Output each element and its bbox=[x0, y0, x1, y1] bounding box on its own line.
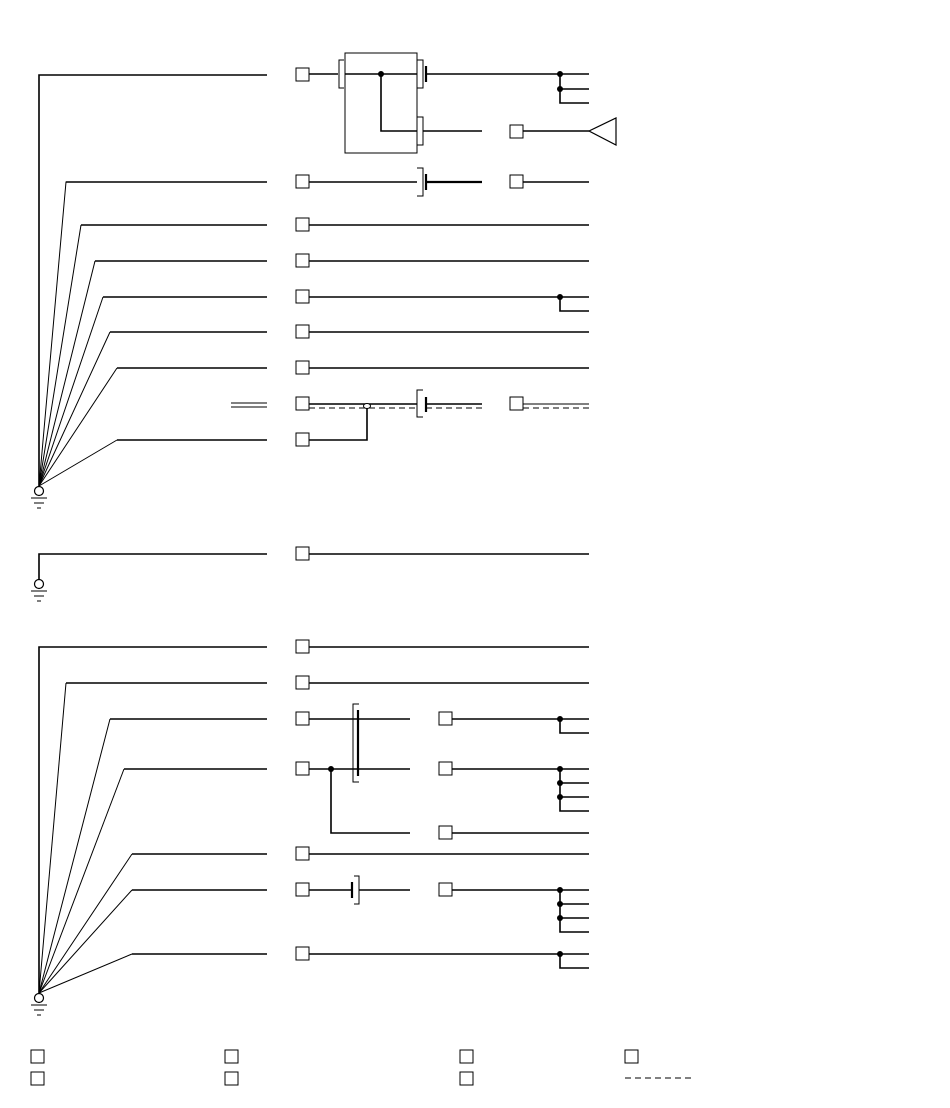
terminal bbox=[295, 432, 310, 447]
terminal bbox=[295, 289, 310, 304]
terminal bbox=[295, 67, 310, 82]
terminal bbox=[509, 174, 524, 189]
lead-8 bbox=[38, 439, 118, 487]
ground-symbol bbox=[31, 992, 47, 1016]
ground-symbol bbox=[31, 485, 47, 509]
legend-swatch bbox=[624, 1049, 639, 1064]
terminal bbox=[438, 882, 453, 897]
terminal bbox=[509, 396, 524, 411]
terminal bbox=[295, 324, 310, 339]
terminal bbox=[295, 217, 310, 232]
legend-swatch bbox=[224, 1049, 239, 1064]
group-1 bbox=[31, 52, 617, 509]
terminal bbox=[295, 761, 310, 776]
terminal bbox=[295, 711, 310, 726]
lead-1 bbox=[38, 74, 267, 486]
group-2 bbox=[31, 546, 589, 602]
terminal bbox=[438, 761, 453, 776]
splice bbox=[363, 403, 371, 409]
lead-4 bbox=[38, 260, 96, 487]
ground-symbol bbox=[31, 578, 47, 602]
terminal bbox=[295, 396, 310, 411]
terminal bbox=[509, 124, 524, 139]
terminal bbox=[295, 253, 310, 268]
terminal bbox=[295, 946, 310, 961]
terminal bbox=[295, 639, 310, 654]
terminal bbox=[295, 360, 310, 375]
terminal bbox=[295, 546, 310, 561]
terminal bbox=[438, 711, 453, 726]
legend-swatch bbox=[30, 1049, 45, 1064]
group-3 bbox=[31, 639, 589, 1016]
terminal bbox=[438, 825, 453, 840]
legend-swatch bbox=[224, 1071, 239, 1086]
terminal bbox=[295, 846, 310, 861]
lead-6 bbox=[38, 331, 111, 487]
legend bbox=[30, 1049, 692, 1086]
terminal bbox=[295, 882, 310, 897]
lead-5 bbox=[38, 296, 104, 487]
component-box bbox=[344, 52, 418, 154]
legend-swatch bbox=[459, 1049, 474, 1064]
legend-swatch bbox=[30, 1071, 45, 1086]
horn-symbol bbox=[587, 117, 617, 146]
legend-swatch bbox=[459, 1071, 474, 1086]
lead-7 bbox=[38, 367, 118, 487]
terminal bbox=[295, 174, 310, 189]
lead-3 bbox=[38, 224, 82, 487]
terminal bbox=[295, 675, 310, 690]
